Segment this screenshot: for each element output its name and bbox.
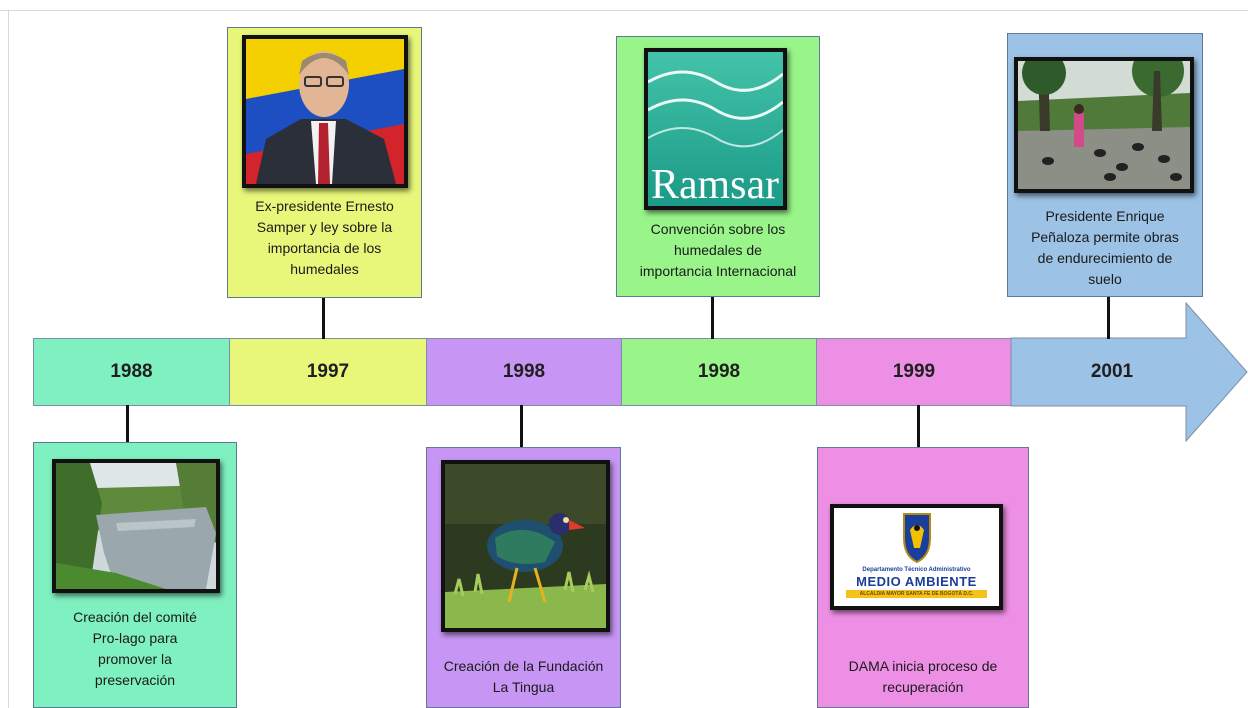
year-label: 1999 <box>892 361 936 382</box>
text-line: Presidente Enrique <box>1045 208 1165 224</box>
ramsar-logo: Ramsar <box>644 48 787 210</box>
text-line: Pro-lago para <box>92 630 178 646</box>
event-description: Creación de la Fundación La Tingua <box>427 656 620 698</box>
text-line: importancia de los <box>267 240 382 256</box>
event-description: Presidente Enrique Peñaloza permite obra… <box>1008 206 1202 290</box>
event-description: Convención sobre los humedales de import… <box>617 219 819 282</box>
park-birds-photo <box>1014 57 1194 193</box>
event-card-1997: Ex-presidente Ernesto Samper y ley sobre… <box>227 27 422 298</box>
ramsar-logo-text: Ramsar <box>651 162 779 206</box>
connector-1998b <box>711 296 714 339</box>
text-line: de endurecimiento de <box>1037 250 1173 266</box>
year-segment-1998b: 1998 <box>621 338 817 406</box>
event-description: Ex-presidente Ernesto Samper y ley sobre… <box>228 196 421 280</box>
dama-logo: Departamento Técnico Administrativo MEDI… <box>830 504 1003 610</box>
text-line: humedales de <box>674 242 762 258</box>
event-card-1998-ramsar: Ramsar Convención sobre los humedales de… <box>616 36 820 297</box>
event-card-1999: Departamento Técnico Administrativo MEDI… <box>817 447 1029 708</box>
dama-logo-text: Departamento Técnico Administrativo MEDI… <box>834 566 999 598</box>
text-line: Peñaloza permite obras <box>1031 229 1179 245</box>
left-border <box>8 10 9 708</box>
event-description: DAMA inicia proceso de recuperación <box>818 656 1028 698</box>
text-line: preservación <box>94 672 176 688</box>
year-label: 1998 <box>502 361 546 382</box>
year-segment-1999: 1999 <box>816 338 1012 406</box>
text-line: Creación del comité <box>73 609 197 625</box>
connector-1997 <box>322 298 325 339</box>
event-card-2001: Presidente Enrique Peñaloza permite obra… <box>1007 33 1203 297</box>
year-segment-1988: 1988 <box>33 338 230 406</box>
connector-1988 <box>126 405 129 442</box>
text-line: DAMA inicia proceso de <box>848 658 998 674</box>
text-line: importancia Internacional <box>639 263 797 279</box>
connector-1999 <box>917 405 920 447</box>
event-card-1988: Creación del comité Pro-lago para promov… <box>33 442 237 708</box>
text-line: Creación de la Fundación <box>443 658 604 674</box>
year-label: 1997 <box>306 361 350 382</box>
text-line: Samper y ley sobre la <box>256 219 393 235</box>
year-segment-1997: 1997 <box>229 338 427 406</box>
logo-line: MEDIO AMBIENTE <box>856 574 977 589</box>
connector-1998a <box>520 405 523 447</box>
text-line: Ex-presidente Ernesto <box>255 198 394 214</box>
connector-2001 <box>1107 296 1110 339</box>
logo-line: ALCALDIA MAYOR SANTA FE DE BOGOTÁ D.C. <box>846 590 987 598</box>
text-line: recuperación <box>882 679 964 695</box>
timeline-arrowhead <box>1010 302 1248 442</box>
top-border <box>0 10 1248 11</box>
text-line: promover la <box>98 651 172 667</box>
year-segment-2001: 2001 <box>1012 338 1212 406</box>
event-description: Creación del comité Pro-lago para promov… <box>34 607 236 691</box>
year-segment-1998a: 1998 <box>426 338 622 406</box>
river-wetland-photo <box>52 459 220 593</box>
text-line: La Tingua <box>492 679 555 695</box>
year-label: 2001 <box>1090 361 1134 382</box>
year-label: 1998 <box>697 361 741 382</box>
text-line: Convención sobre los <box>650 221 786 237</box>
text-line: suelo <box>1088 271 1122 287</box>
event-card-1998-fundacion: Creación de la Fundación La Tingua <box>426 447 621 708</box>
logo-line: Departamento Técnico Administrativo <box>862 567 971 573</box>
tingua-bird-photo <box>441 460 610 632</box>
year-label: 1988 <box>110 361 153 382</box>
ernesto-samper-portrait <box>242 35 408 188</box>
text-line: humedales <box>290 261 359 277</box>
